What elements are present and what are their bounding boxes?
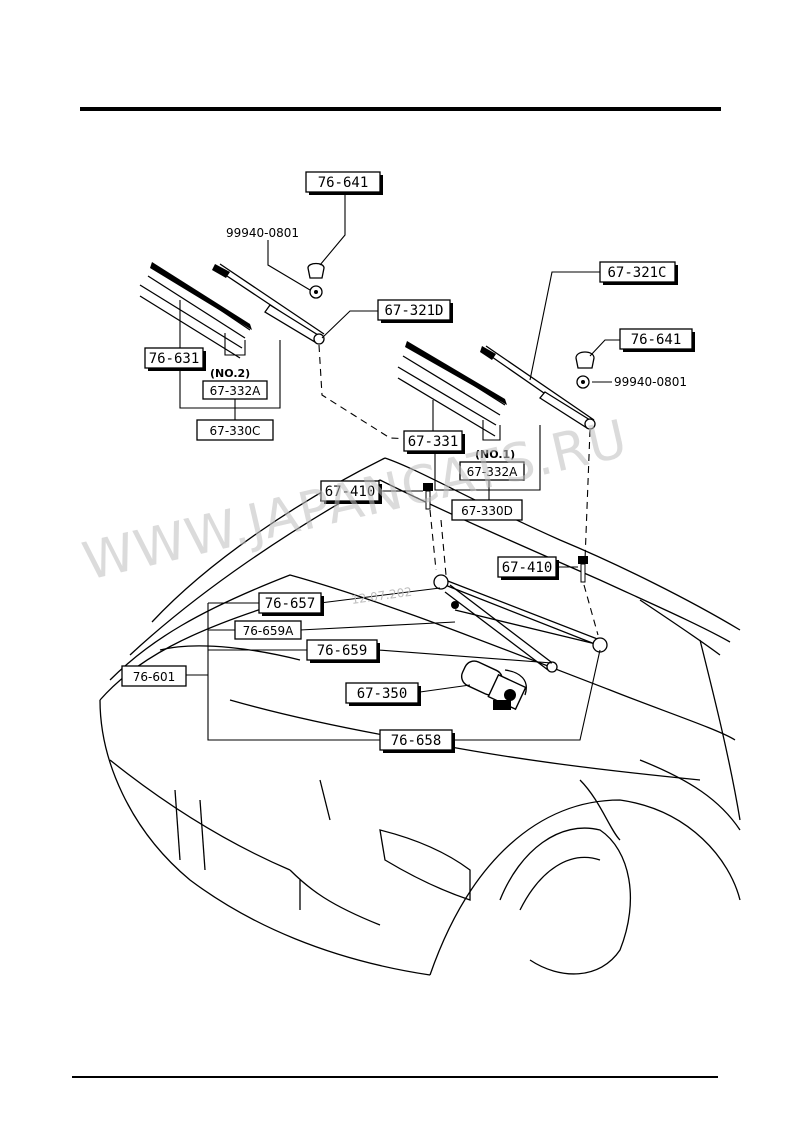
car-body-outline [99,457,741,976]
callout-67-410-left: 67-410 [320,480,382,504]
callout-76-601: 76-601 [121,665,187,687]
bolt-left-icon [423,483,433,510]
wiper-linkage [433,574,608,673]
callout-no1: (NO.1) [475,448,515,461]
callout-76-631: 76-631 [144,347,206,371]
callout-67-321C: 67-321C [599,261,678,285]
wiper-motor-illustration [460,660,527,711]
svg-text:67-350: 67-350 [357,686,408,702]
callout-67-332A-right: 67-332A [459,461,525,481]
svg-text:(NO.1): (NO.1) [475,448,515,461]
nut-right-icon [576,375,590,389]
callout-76-659A: 76-659A [234,620,302,640]
callout-no2: (NO.2) [210,367,250,380]
svg-text:76-657: 76-657 [265,596,316,612]
svg-text:67-332A: 67-332A [210,384,262,398]
assembly-dashed-lines [318,344,599,636]
callout-67-321D: 67-321D [377,299,453,323]
svg-text:99940-0801: 99940-0801 [226,226,299,240]
svg-text:67-410: 67-410 [325,484,376,500]
svg-text:76-631: 76-631 [149,351,200,367]
callout-67-332A-left: 67-332A [202,380,268,400]
callout-76-658: 76-658 [379,729,455,753]
svg-text:67-410: 67-410 [502,560,553,576]
right-wiper-blade [397,341,507,437]
callout-76-659: 76-659 [306,639,380,663]
callout-76-641-top: 76-641 [305,171,383,195]
svg-text:67-331: 67-331 [408,434,459,450]
svg-text:(NO.2): (NO.2) [210,367,250,380]
callout-76-657: 76-657 [258,592,324,616]
header-rule [80,107,721,111]
callout-67-410-right: 67-410 [497,556,559,580]
left-wiper-blade [139,262,252,359]
svg-text:76-659: 76-659 [317,643,368,659]
callout-99940-0801-right: 99940-0801 [614,375,687,389]
nut-left-icon [309,285,323,299]
svg-text:76-658: 76-658 [391,733,442,749]
svg-text:99940-0801: 99940-0801 [614,375,687,389]
bolt-right-icon [578,556,588,583]
svg-text:67-330D: 67-330D [461,504,513,518]
callout-67-331: 67-331 [403,430,465,454]
svg-text:67-332A: 67-332A [467,465,519,479]
callout-99940-0801-left: 99940-0801 [226,226,299,240]
right-wiper-arm [480,345,596,430]
callout-67-350: 67-350 [345,682,421,706]
svg-text:76-641: 76-641 [318,175,369,191]
footer-rule [72,1076,718,1078]
left-wiper-arm [212,263,325,345]
cap-right-icon [575,351,595,369]
svg-text:67-330C: 67-330C [210,424,261,438]
cap-left-icon [307,262,325,279]
svg-text:76-641: 76-641 [631,332,682,348]
callout-67-330D: 67-330D [451,499,523,521]
callout-76-641-right: 76-641 [619,328,695,352]
svg-text:67-321D: 67-321D [384,303,443,319]
svg-text:76-659A: 76-659A [243,624,295,638]
leader-lines [179,190,620,741]
callout-67-330C: 67-330C [196,419,274,441]
svg-text:76-601: 76-601 [133,670,176,684]
svg-text:67-321C: 67-321C [607,265,666,281]
